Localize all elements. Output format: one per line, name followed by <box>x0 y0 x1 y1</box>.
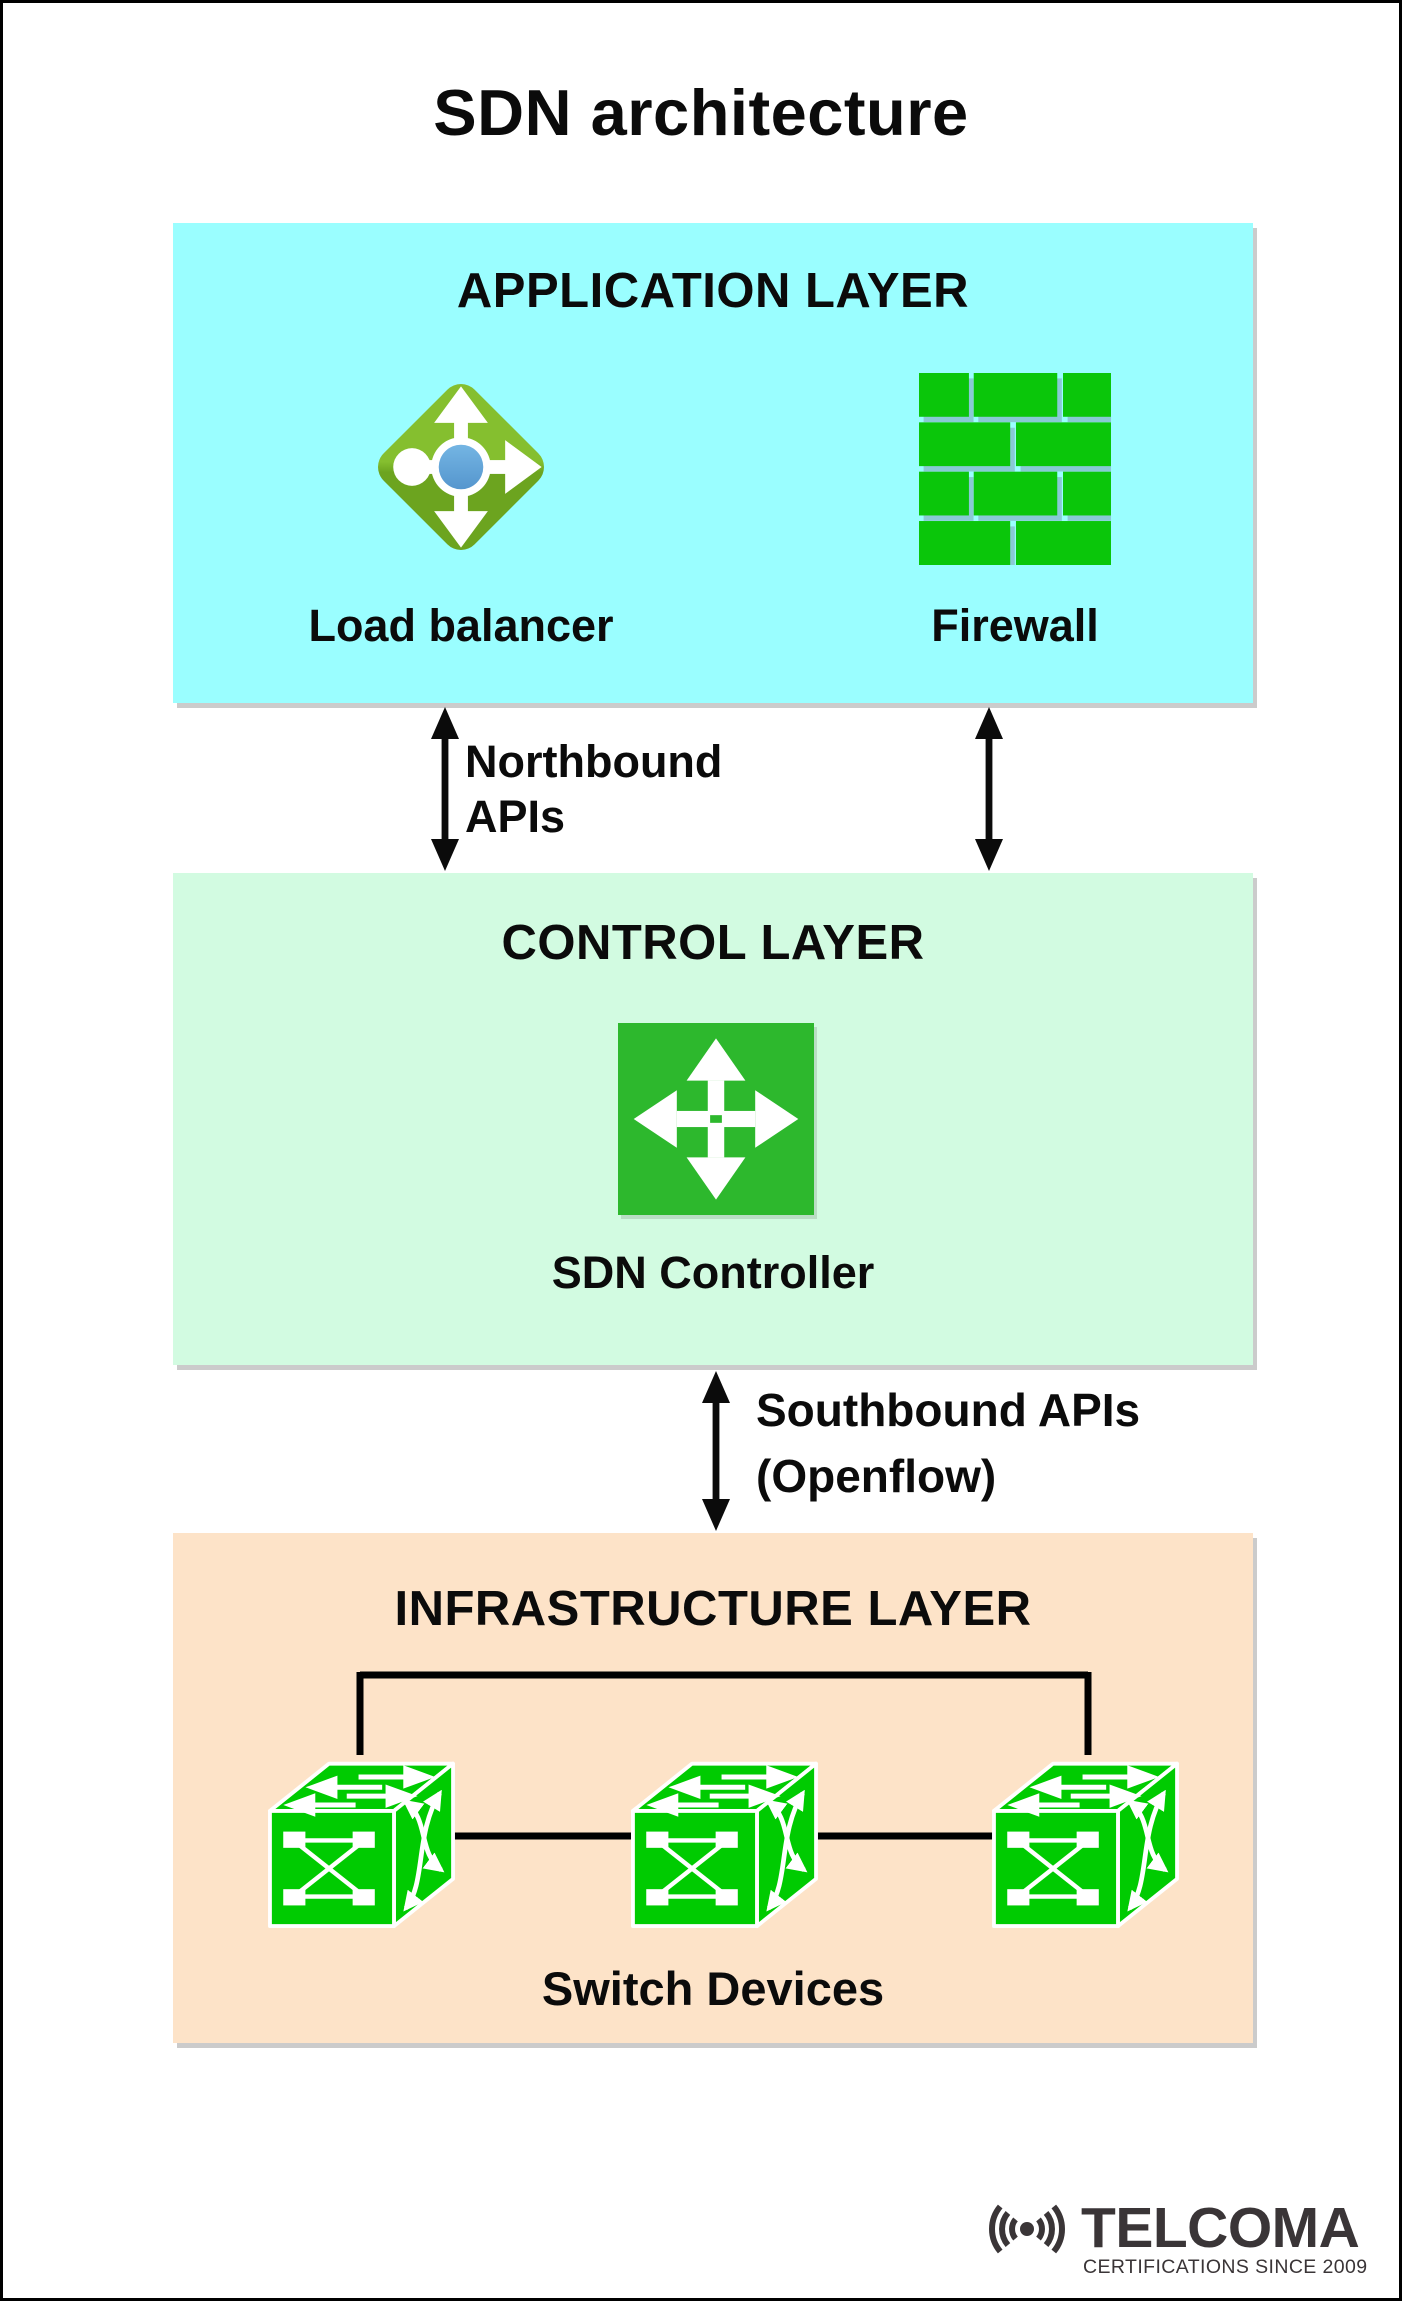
control-layer-title: CONTROL LAYER <box>501 916 925 970</box>
switch-device-icon-3 <box>988 1743 1183 1932</box>
sdn-controller-icon <box>618 1023 814 1215</box>
switch-devices-label: Switch Devices <box>541 1962 885 2015</box>
control-layer-box: CONTROL LAYER SDN Controller <box>173 873 1253 1365</box>
northbound-apis-label: Northbound APIs <box>465 736 723 842</box>
infrastructure-layer-box: INFRASTRUCTURE LAYER <box>173 1533 1253 2043</box>
northbound-arrow-left <box>428 705 462 873</box>
southbound-apis-label: Southbound APIs (Openflow) <box>756 1384 1141 1502</box>
page-title: SDN architecture <box>433 76 969 149</box>
load-balancer-label: Load balancer <box>308 600 614 651</box>
sdn-controller-label: SDN Controller <box>551 1247 875 1298</box>
application-layer-box: APPLICATION LAYER <box>173 223 1253 703</box>
brand-name: TELCOMA <box>1081 2196 1360 2260</box>
switch-device-icon-2 <box>627 1743 822 1932</box>
firewall-label: Firewall <box>931 600 1099 651</box>
infrastructure-layer-title: INFRASTRUCTURE LAYER <box>394 1582 1032 1636</box>
switch-device-icon-1 <box>264 1743 459 1932</box>
northbound-arrow-right <box>972 705 1006 873</box>
switch-topology-lines <box>356 1671 1092 1840</box>
brand-tagline: CERTIFICATIONS SINCE 2009 <box>1083 2256 1368 2278</box>
firewall-icon <box>919 373 1111 565</box>
load-balancer-icon <box>365 371 557 563</box>
application-layer-title: APPLICATION LAYER <box>456 264 970 318</box>
radio-signal-icon <box>975 2193 1079 2263</box>
southbound-arrow <box>699 1369 733 1533</box>
